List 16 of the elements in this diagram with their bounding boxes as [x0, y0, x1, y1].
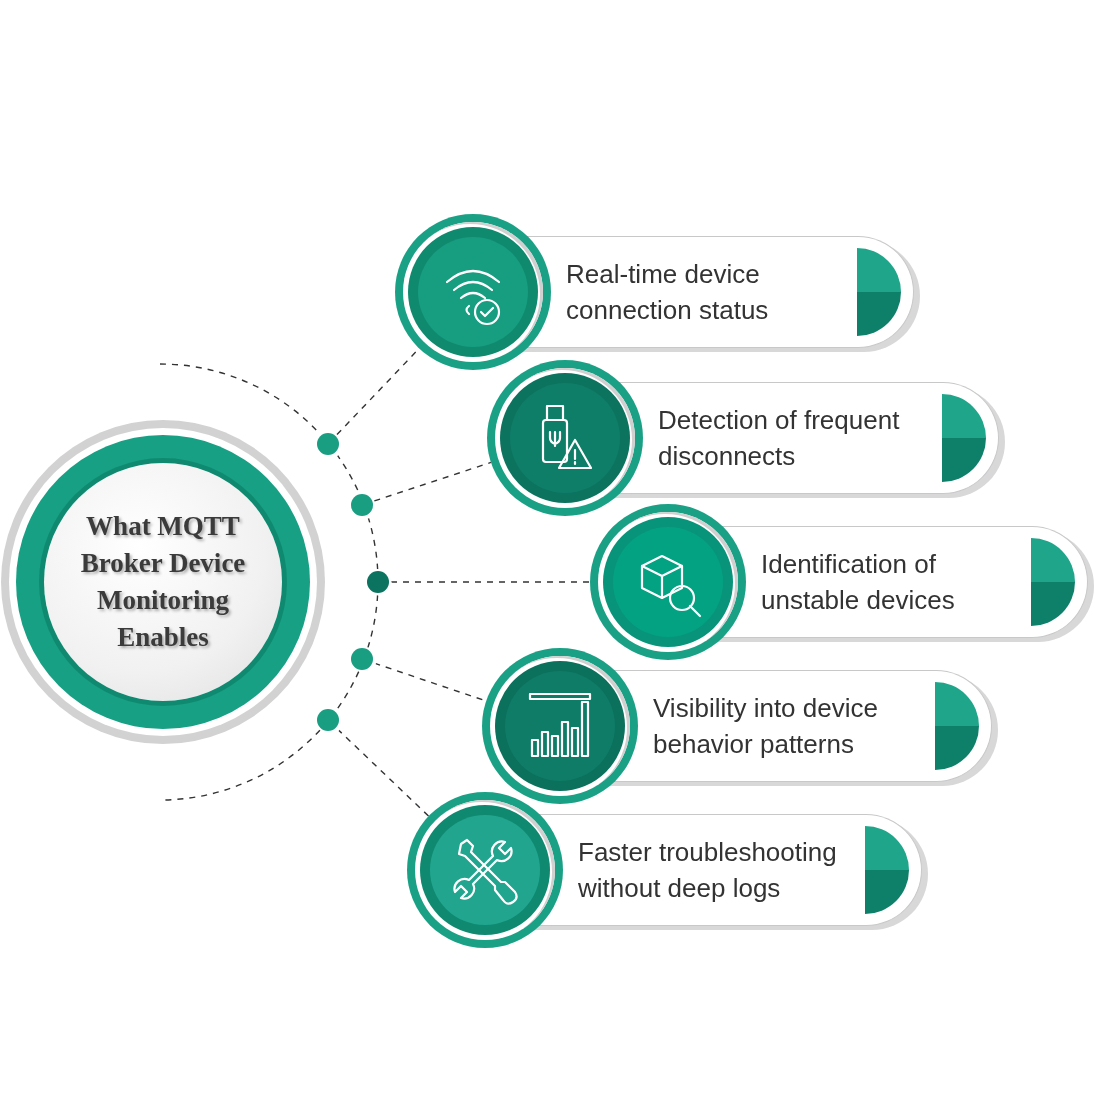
connector-dot: [317, 709, 339, 731]
feature-text: Visibility into device behavior patterns: [653, 692, 879, 761]
dashed-connector: [335, 670, 360, 711]
dashed-connector: [373, 461, 492, 502]
connector-dot: [367, 571, 389, 593]
feature-text: Identification of unstable devices: [761, 548, 956, 617]
feature-text: Detection of frequent disconnects: [658, 404, 901, 473]
feature-text: Real-time device connection status: [566, 258, 770, 327]
dashed-connector: [367, 594, 379, 649]
connector-dot: [317, 433, 339, 455]
connector-dot: [351, 648, 373, 670]
dashed-connector: [390, 581, 591, 583]
hub-title: What MQTT Broker Device Monitoring Enables: [79, 510, 247, 654]
feature-text: Faster troubleshooting without deep logs: [578, 836, 838, 905]
connector-dot: [351, 494, 373, 516]
dashed-connector: [336, 728, 430, 817]
